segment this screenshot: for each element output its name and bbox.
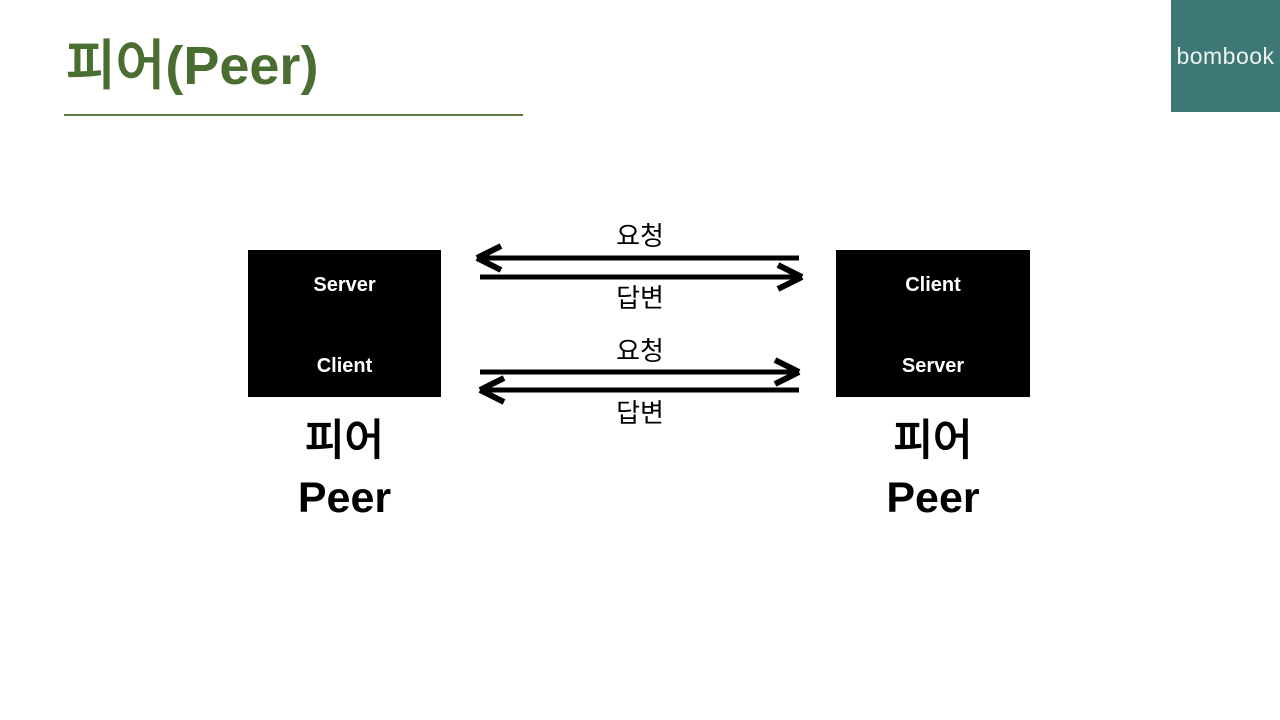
- arrow-right-icon: [480, 357, 801, 387]
- peer-caption-left-ko: 피어: [304, 417, 385, 465]
- arrow-left-icon: [475, 243, 799, 273]
- brand-logo-text: bombook: [1176, 42, 1275, 69]
- peer-box-right: Client Server: [836, 250, 1030, 397]
- right-peer-bottom-role-label: Server: [901, 355, 965, 377]
- peer-caption-left: 피어 Peer: [248, 413, 441, 527]
- title-underline: [64, 114, 523, 116]
- peer-caption-right-ko: 피어: [893, 417, 973, 465]
- peer-caption-left-en: Peer: [297, 474, 392, 522]
- arrow-right-icon: [480, 262, 804, 292]
- peer-caption-right: 피어 Peer: [836, 413, 1030, 527]
- brand-logo: bombook: [1171, 0, 1280, 112]
- exchange-top-response-label: 답변: [616, 283, 664, 313]
- exchange-top-request-label: 요청: [616, 221, 664, 251]
- exchange-bottom-request-label: 요청: [616, 336, 664, 366]
- exchange-arrows: [475, 243, 804, 405]
- right-peer-top-role-label: Client: [905, 274, 961, 296]
- page-title: 피어(Peer): [66, 36, 319, 96]
- left-peer-top-role-label: Server: [313, 274, 376, 296]
- arrow-left-icon: [478, 375, 799, 405]
- peer-caption-right-en: Peer: [886, 474, 980, 522]
- exchange-bottom-response-label: 답변: [616, 398, 664, 428]
- peer-box-left: Server Client: [248, 250, 441, 397]
- left-peer-bottom-role-label: Client: [316, 355, 373, 377]
